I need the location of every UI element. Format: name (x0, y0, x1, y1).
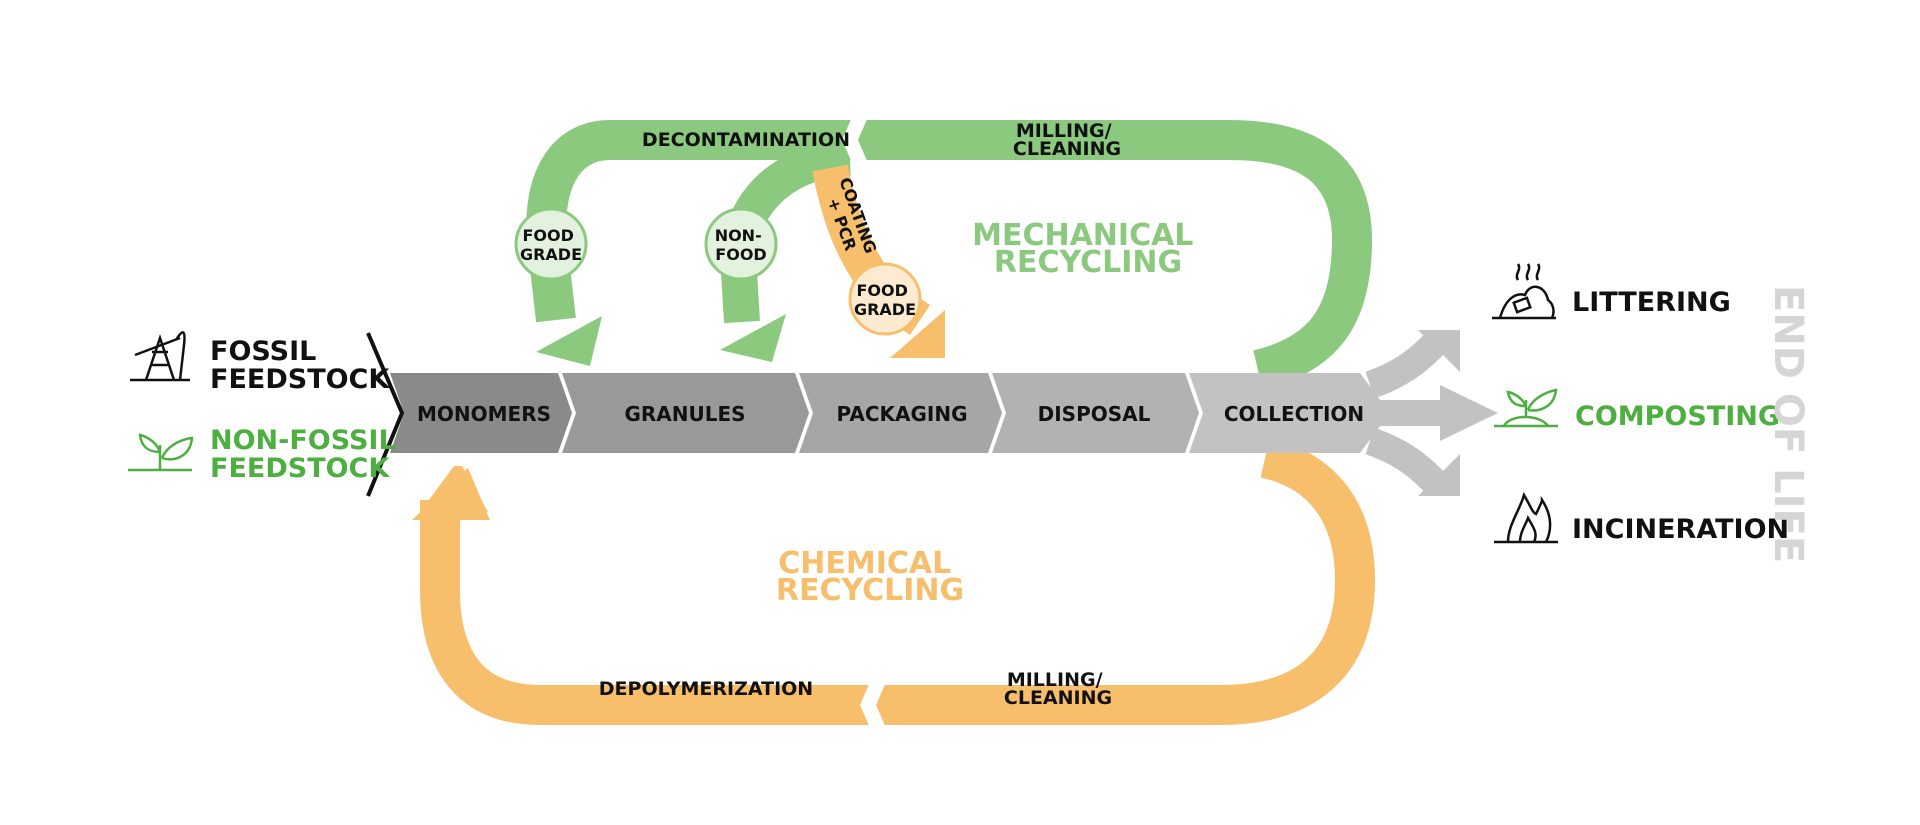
chain-collection (1189, 373, 1390, 453)
disposal-label: DISPOSAL (1038, 402, 1151, 426)
coating-arrowhead (890, 310, 945, 358)
mechanical-band-separator (842, 117, 868, 163)
coating-food-grade-badge: FOOD GRADE (848, 262, 922, 336)
non-fossil-feedstock-label: NON-FOSSIL FEEDSTOCK (210, 425, 405, 484)
composting-label: COMPOSTING (1575, 401, 1780, 432)
chain-disposal (992, 373, 1199, 453)
fork-up-head (1418, 330, 1460, 372)
oil-pump-icon (130, 331, 190, 382)
litter-pile-icon (1492, 263, 1556, 320)
incineration-label: INCINERATION (1572, 514, 1789, 545)
decontamination-label: DECONTAMINATION (642, 129, 850, 151)
mechanical-loop-arrowhead-food (536, 316, 602, 366)
fork-mid (1380, 385, 1498, 441)
fork-down (1365, 427, 1449, 496)
end-of-life-vertical-label: END OF LIFE (1765, 285, 1811, 563)
granules-label: GRANULES (624, 402, 745, 426)
chemical-recycling-loop (412, 438, 1376, 728)
svg-text:FOOD GRADE: FOOD GRADE (854, 281, 916, 319)
fork-down-head (1418, 454, 1460, 496)
chemical-recycling-title: CHEMICAL RECYCLING (776, 546, 964, 608)
mechanical-recycling-title: MECHANICAL RECYCLING (972, 218, 1204, 280)
food-grade-badge: FOOD GRADE (514, 207, 588, 281)
svg-text:NON- FOOD: NON- FOOD (715, 226, 768, 264)
chemical-milling-label: MILLING/ CLEANING (1004, 669, 1112, 709)
mechanical-recycling-loop (526, 117, 1373, 390)
chain-granules (562, 373, 809, 453)
value-chain (390, 330, 1498, 496)
packaging-label: PACKAGING (837, 402, 968, 426)
littering-label: LITTERING (1572, 287, 1731, 318)
mechanical-loop-band (526, 120, 1373, 390)
non-food-arrowhead (720, 314, 786, 362)
monomers-label: MONOMERS (417, 402, 551, 426)
fire-icon (1494, 491, 1558, 544)
non-food-badge: NON- FOOD (704, 207, 778, 281)
fossil-feedstock-label: FOSSIL FEEDSTOCK (210, 336, 390, 395)
chemical-loop-arrowhead-tip (412, 468, 490, 520)
depolymerization-label: DEPOLYMERIZATION (599, 678, 813, 700)
chemical-loop-band (420, 438, 1376, 725)
compost-sprout-icon (1494, 388, 1558, 428)
collection-label: COLLECTION (1224, 402, 1364, 426)
mechanical-milling-label: MILLING/ CLEANING (1013, 120, 1121, 160)
feedstock-bracket (366, 332, 405, 497)
svg-text:FOOD GRADE: FOOD GRADE (520, 226, 582, 264)
sprout-icon (128, 433, 194, 472)
chain-packaging (799, 373, 1002, 453)
fork-up (1365, 330, 1449, 399)
chemical-band-separator (860, 682, 886, 728)
chain-monomers (390, 373, 572, 453)
